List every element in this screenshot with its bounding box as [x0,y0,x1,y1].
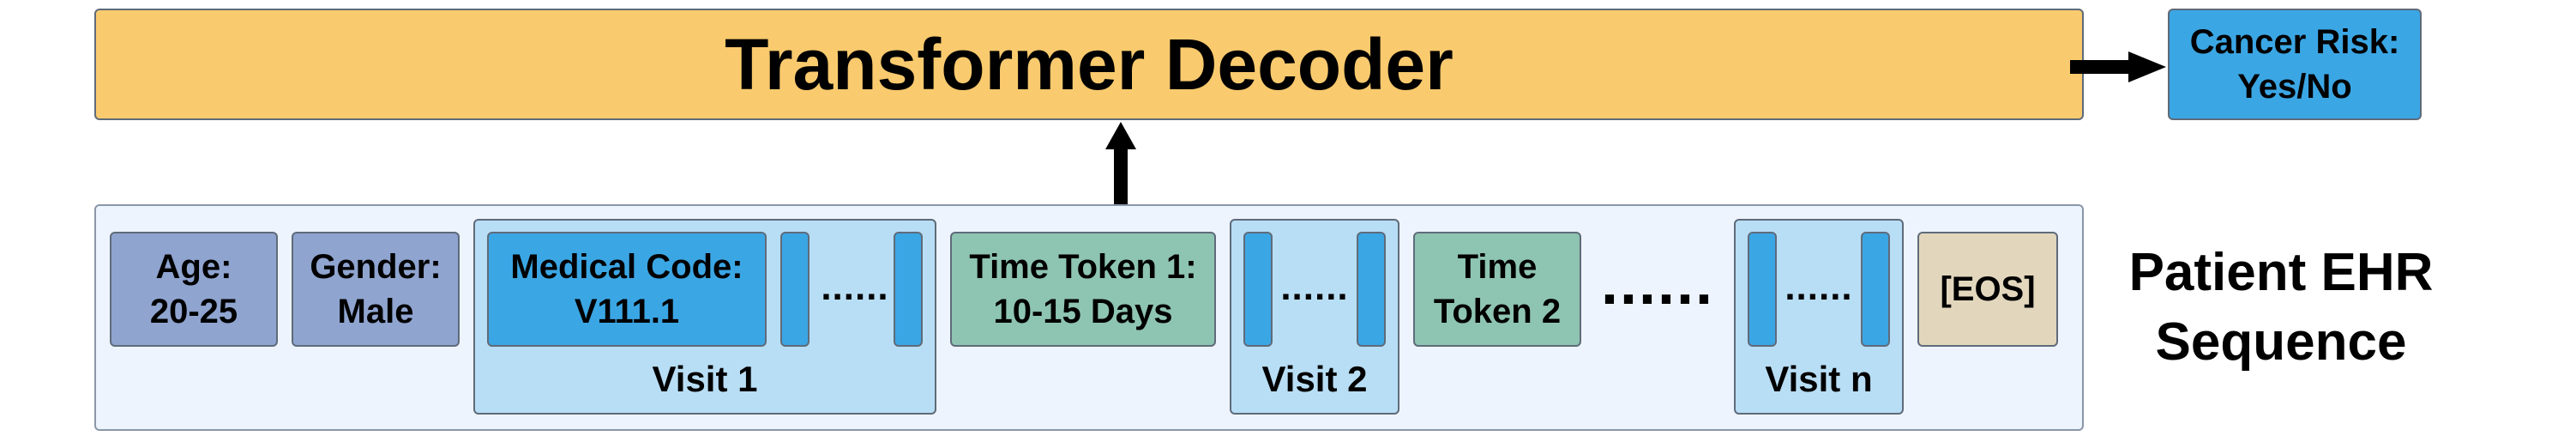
side-label-line2: Sequence [2155,312,2407,372]
medical-code-line2: V111.1 [574,293,680,330]
visit-2-ellipsis: ...... [1280,266,1349,308]
transformer-decoder-box: Transformer Decoder [94,9,2084,120]
visit-2-token-bar-last [1357,232,1386,347]
visit-n-token-bar-first [1748,232,1777,347]
visit-1-ellipsis: ...... [821,266,889,308]
medical-code-token: Medical Code: V111.1 [487,232,767,347]
eos-token: [EOS] [1917,232,2058,347]
gender-token: Gender: Male [292,232,460,347]
arrow-right-icon [2070,51,2166,82]
output-label-line1: Cancer Risk: [2189,23,2400,61]
patient-ehr-sequence-label: Patient EHR Sequence [2092,239,2470,377]
time-token-1-line2: 10-15 Days [993,293,1173,330]
time-token-2: Time Token 2 [1413,232,1581,347]
age-token-line2: 20-25 [149,293,238,330]
output-label-line2: Yes/No [2237,68,2352,106]
gender-token-line2: Male [337,293,414,330]
visit-n-label: Visit n [1765,359,1873,399]
cancer-risk-output-box: Cancer Risk: Yes/No [2168,9,2422,120]
visit-n-ellipsis: ...... [1785,266,1853,308]
time-token-1: Time Token 1: 10-15 Days [950,232,1216,347]
sequence-ellipsis: ...... [1600,249,1715,318]
gender-token-line1: Gender: [310,248,442,286]
visit-n-token-bar-last [1861,232,1890,347]
visit-1-token-bar-last [894,232,923,347]
eos-token-label: [EOS] [1940,270,2036,308]
time-token-2-line1: Time [1457,248,1538,286]
time-token-1-line1: Time Token 1: [969,248,1197,286]
visit-2-label: Visit 2 [1261,359,1368,399]
arrow-up-icon [1105,122,1136,206]
decoder-label: Transformer Decoder [725,23,1454,105]
visit-1-token-bar-first [780,232,810,347]
age-token-line1: Age: [155,248,232,286]
visit-1-label: Visit 1 [652,359,758,399]
time-token-2-line2: Token 2 [1433,293,1562,330]
visit-2-token-bar-first [1243,232,1273,347]
medical-code-line1: Medical Code: [510,248,743,286]
age-token: Age: 20-25 [110,232,278,347]
side-label-line1: Patient EHR [2128,243,2434,302]
